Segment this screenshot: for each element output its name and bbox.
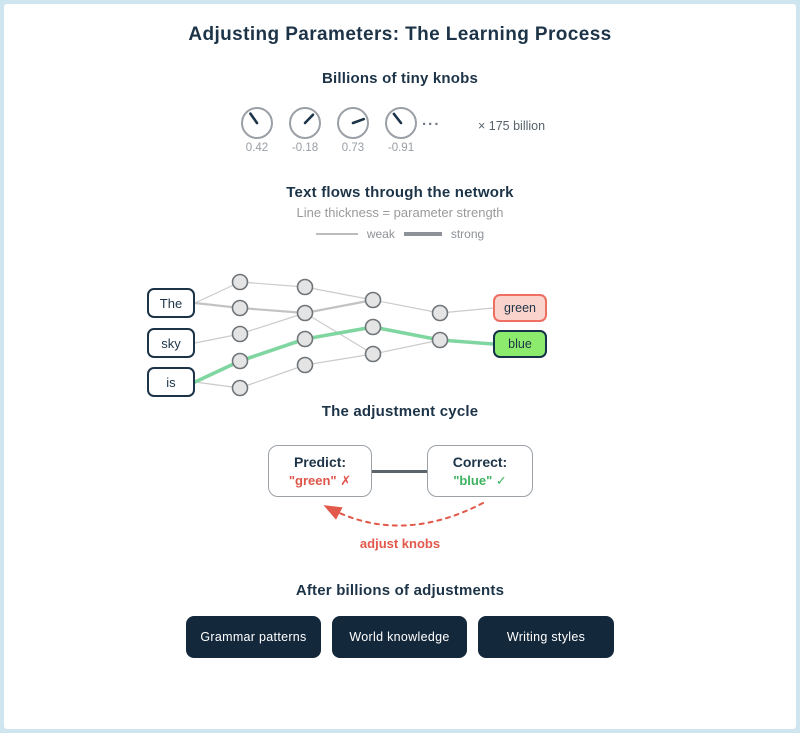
knob-value: -0.91 <box>387 142 415 154</box>
knob-dial: 0.73 <box>330 106 376 154</box>
correct-value: "blue" ✓ <box>453 473 507 489</box>
knob-dial-icon <box>337 107 369 139</box>
hidden-node <box>231 273 249 291</box>
correct-word: "blue" <box>453 472 493 488</box>
network-subtitle: Line thickness = parameter strength <box>296 205 504 220</box>
input-token-box-sky: sky <box>147 328 195 358</box>
knob-dial-icon <box>241 107 273 139</box>
knob-value: -0.18 <box>291 142 319 154</box>
edge-strength-legend: weak strong <box>0 227 800 241</box>
hidden-node <box>364 291 382 309</box>
result-pill-knowledge: World knowledge <box>332 616 467 658</box>
result-pill-styles: Writing styles <box>478 616 614 658</box>
results-section-heading: After billions of adjustments <box>295 582 505 599</box>
predict-label: Predict: <box>293 453 347 470</box>
result-pill-grammar: Grammar patterns <box>186 616 321 658</box>
network-diagram <box>193 273 495 397</box>
adjust-knobs-label: adjust knobs <box>359 536 441 551</box>
knob-dial-icon <box>385 107 417 139</box>
knobs-multiplier-label: × 175 billion <box>478 119 546 133</box>
results-pill-row: Grammar patterns World knowledge Writing… <box>0 616 800 658</box>
hidden-nodes <box>231 273 449 397</box>
hidden-node <box>431 331 449 349</box>
knobs-ellipsis: ... <box>422 112 441 129</box>
network-section-heading: Text flows through the network <box>286 184 514 201</box>
knob-value: 0.73 <box>341 142 365 154</box>
input-token-box-the: The <box>147 288 195 318</box>
correct-label: Correct: <box>452 453 508 470</box>
predict-box: Predict: "green" ✗ <box>268 445 372 497</box>
page-title: Adjusting Parameters: The Learning Proce… <box>188 24 612 45</box>
hidden-node <box>364 345 382 363</box>
weak-line-icon <box>315 233 358 235</box>
hidden-node <box>296 278 314 296</box>
knob-row: 0.42 -0.18 0.73 -0.91 <box>234 106 424 154</box>
correct-box: Correct: "blue" ✓ <box>427 445 533 497</box>
cross-icon: ✗ <box>340 472 352 488</box>
legend-weak-label: weak <box>366 227 395 241</box>
input-token-box-is: is <box>147 367 195 397</box>
hidden-node <box>231 352 249 370</box>
hidden-node <box>231 325 249 343</box>
knobs-section-heading: Billions of tiny knobs <box>321 70 479 87</box>
predict-correct-connector <box>372 470 427 473</box>
hidden-node <box>296 304 314 322</box>
output-box-green: green <box>493 294 547 322</box>
knob-dial: -0.91 <box>378 106 424 154</box>
hidden-node <box>431 304 449 322</box>
knob-dial: -0.18 <box>282 106 328 154</box>
hidden-node <box>296 356 314 374</box>
knob-dial-icon <box>289 107 321 139</box>
feedback-arrow-icon <box>323 502 484 527</box>
output-box-blue: blue <box>493 330 547 358</box>
strong-line-icon <box>403 232 442 236</box>
hidden-node <box>296 330 314 348</box>
network-medium-edges <box>194 298 374 315</box>
hidden-node <box>364 318 382 336</box>
hidden-node <box>231 379 249 397</box>
knob-dial: 0.42 <box>234 106 280 154</box>
predict-value: "green" ✗ <box>289 473 351 489</box>
hidden-node <box>231 299 249 317</box>
legend-strong-label: strong <box>450 227 485 241</box>
cycle-section-heading: The adjustment cycle <box>321 403 479 420</box>
knob-value: 0.42 <box>245 142 269 154</box>
predict-word: "green" <box>288 472 337 488</box>
check-icon: ✓ <box>495 472 507 488</box>
